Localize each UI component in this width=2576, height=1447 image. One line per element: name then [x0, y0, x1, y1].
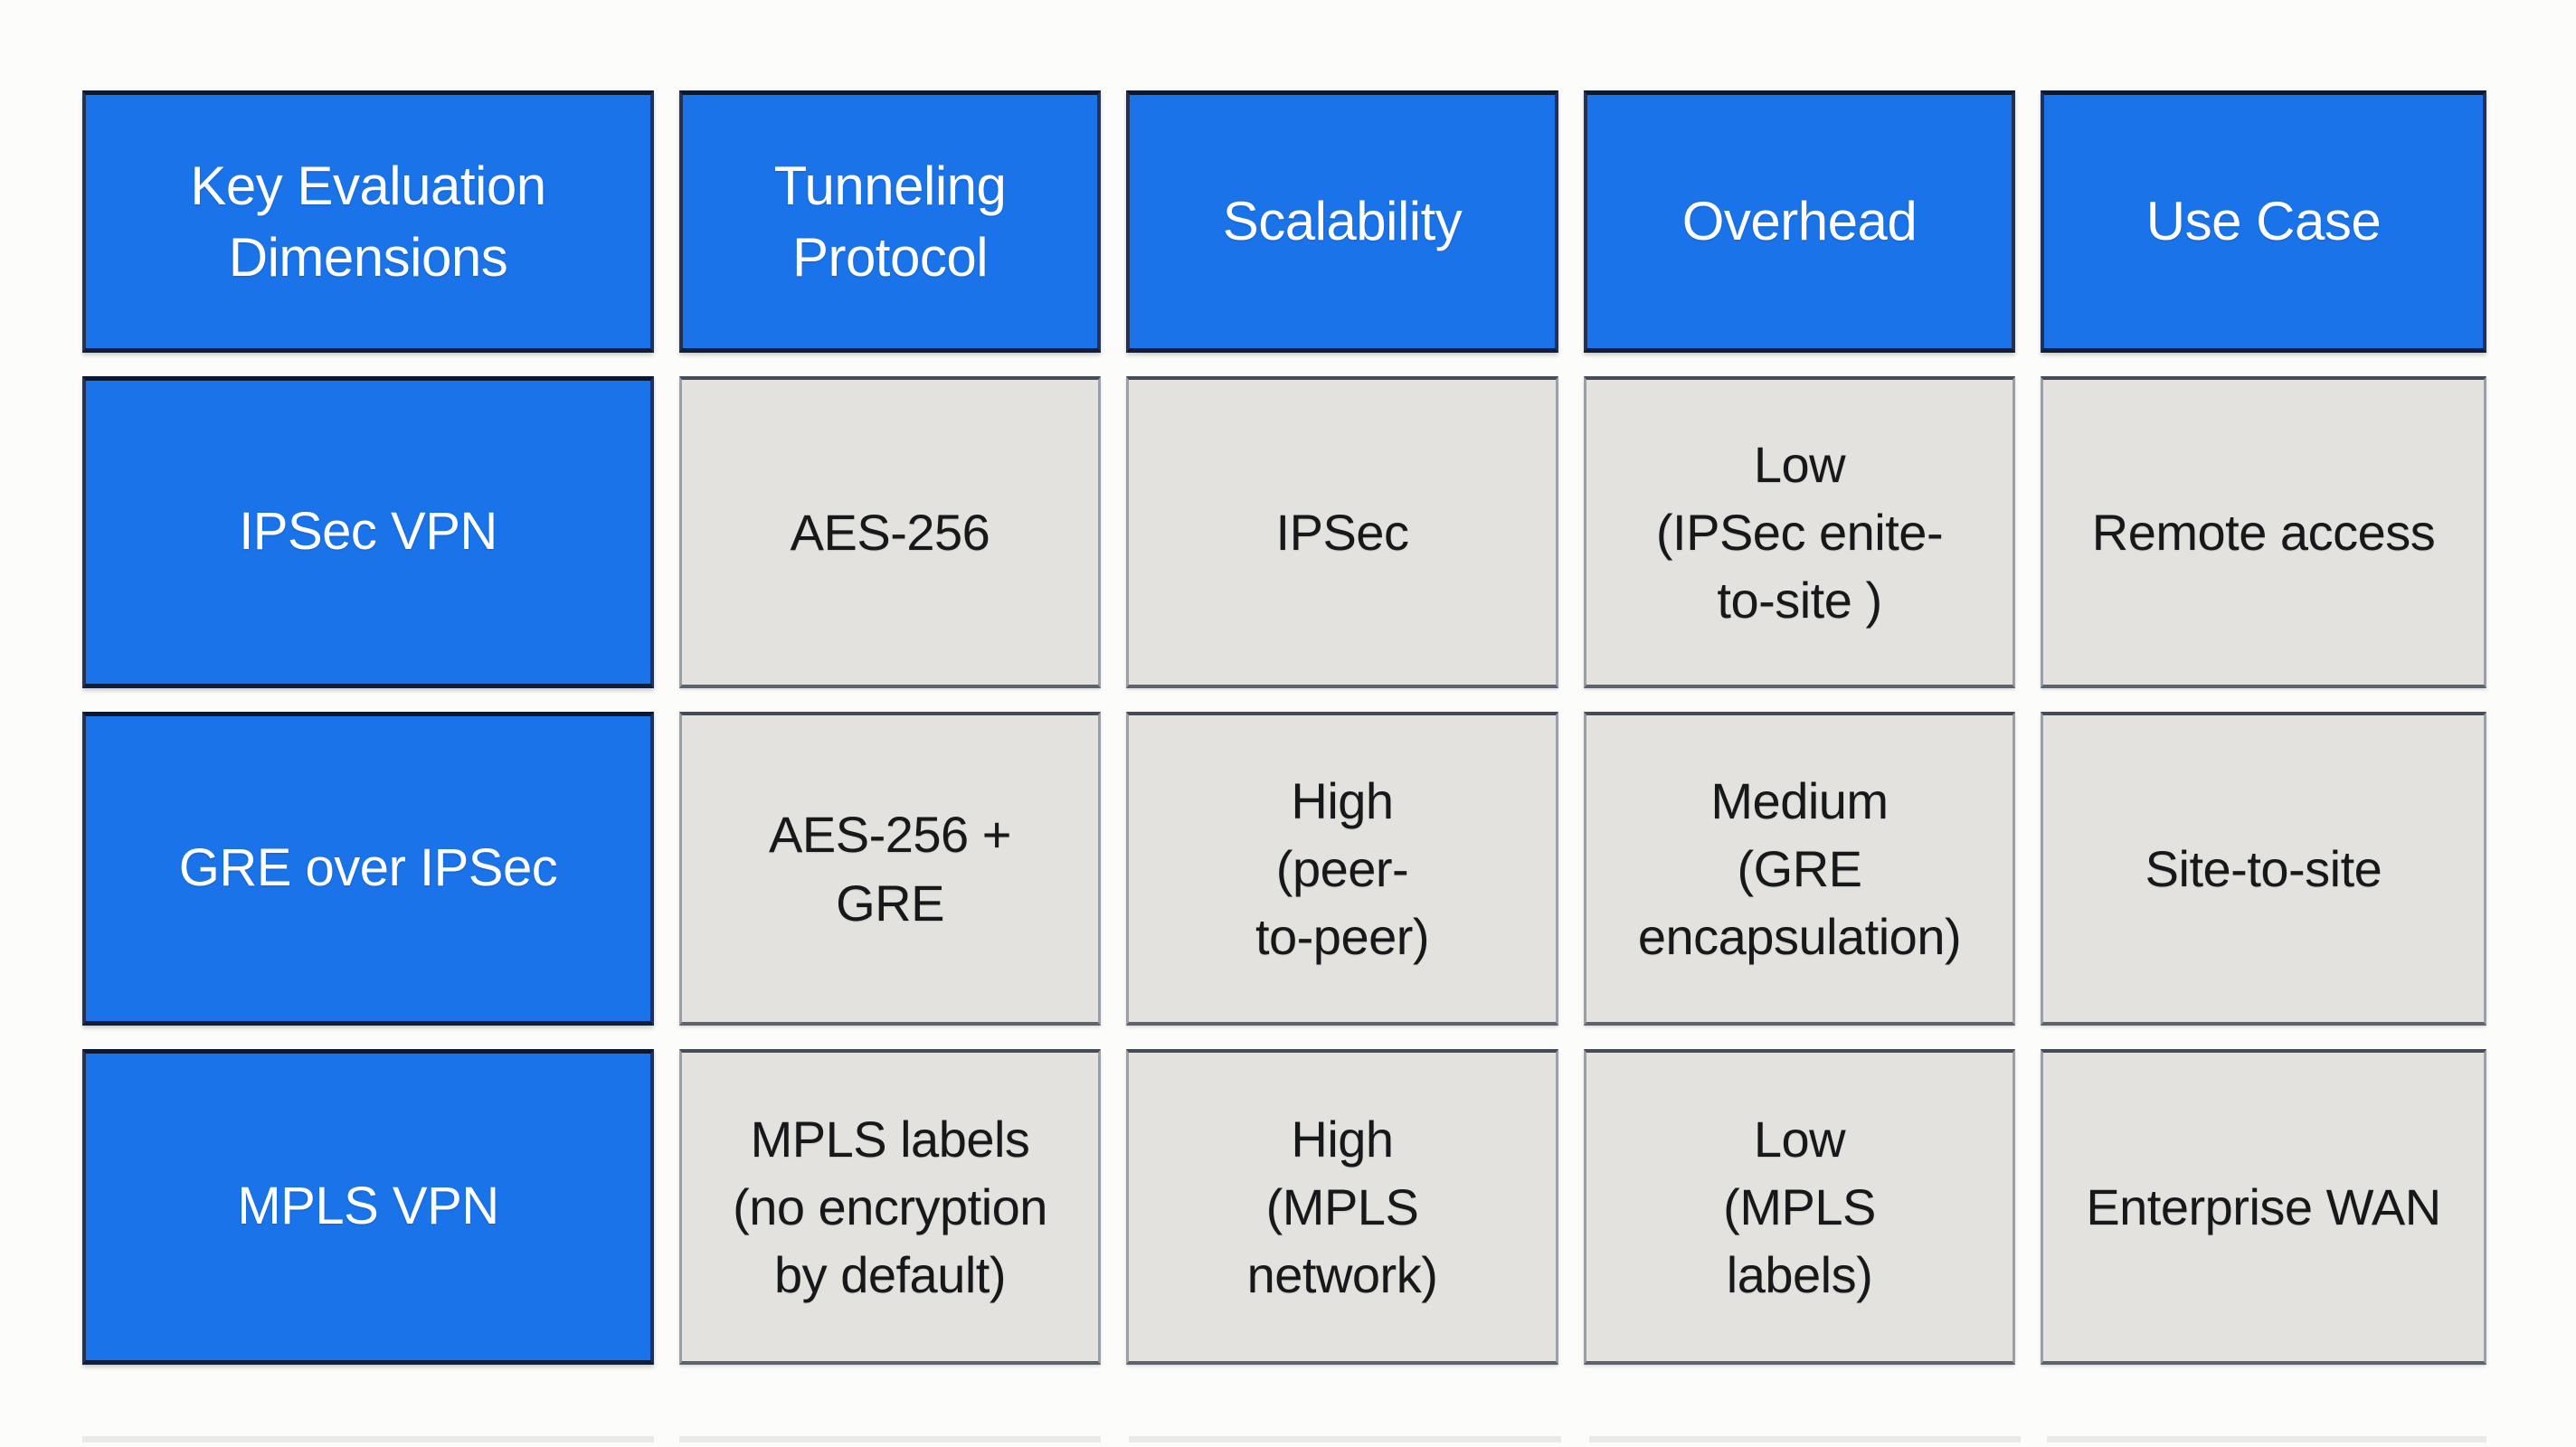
row-header-gre-over-ipsec: GRE over IPSec: [82, 712, 654, 1026]
cell-gre-use-case: Site-to-site: [2041, 712, 2486, 1026]
cell-mpls-use-case: Enterprise WAN: [2041, 1049, 2486, 1365]
row-header-mpls-vpn: MPLS VPN: [82, 1049, 654, 1365]
cell-mpls-overhead: Low (MPLS labels): [1584, 1049, 2015, 1365]
cell-ipsec-use-case: Remote access: [2041, 376, 2486, 688]
header-cell-overhead: Overhead: [1584, 90, 2015, 353]
cell-ipsec-scalability: IPSec: [1126, 376, 1558, 688]
cell-gre-tunneling-protocol: AES-256 + GRE: [679, 712, 1101, 1026]
bottom-cutoff-row-strip: [82, 1436, 2486, 1442]
cell-gre-scalability: High (peer- to-peer): [1126, 712, 1558, 1026]
cell-mpls-tunneling-protocol: MPLS labels (no encryption by default): [679, 1049, 1101, 1365]
cell-ipsec-overhead: Low (IPSec enite- to-site ): [1584, 376, 2015, 688]
row-header-ipsec-vpn: IPSec VPN: [82, 376, 654, 688]
header-cell-use-case: Use Case: [2041, 90, 2486, 353]
header-cell-tunneling-protocol: Tunneling Protocol: [679, 90, 1101, 353]
header-cell-key-evaluation-dimensions: Key Evaluation Dimensions: [82, 90, 654, 353]
cell-mpls-scalability: High (MPLS network): [1126, 1049, 1558, 1365]
cell-gre-overhead: Medium (GRE encapsulation): [1584, 712, 2015, 1026]
header-cell-scalability: Scalability: [1126, 90, 1558, 353]
cell-ipsec-tunneling-protocol: AES-256: [679, 376, 1101, 688]
vpn-comparison-table: Key Evaluation Dimensions Tunneling Prot…: [82, 90, 2486, 1365]
